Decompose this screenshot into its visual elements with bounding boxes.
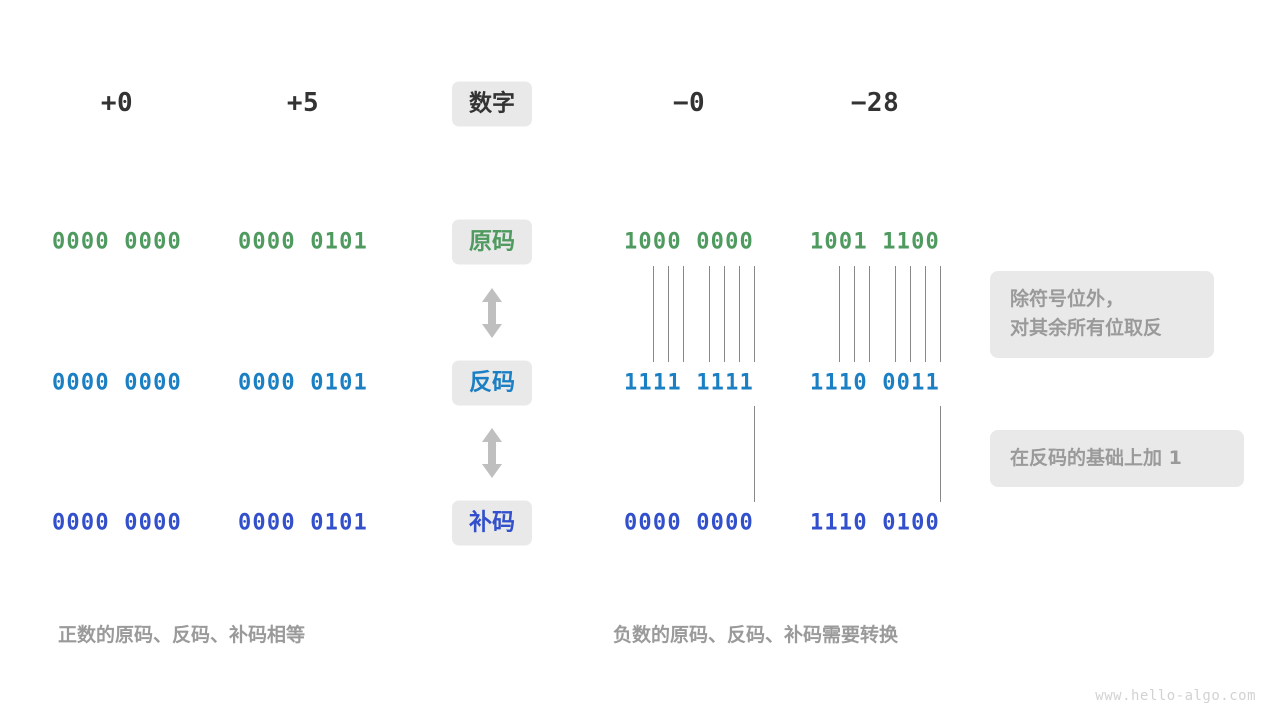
tick-line [869, 266, 870, 362]
watermark: www.hello-algo.com [1095, 688, 1256, 704]
twos-complement-pos-five: 0000 0101 [237, 510, 369, 536]
ones-complement-neg-twentyeight: 1110 0011 [809, 370, 941, 396]
header-value-pos-five: +5 [286, 88, 320, 118]
ones-complement-neg-zero: 1111 1111 [623, 370, 755, 396]
tick-line [854, 266, 855, 362]
sign-magnitude-neg-zero: 1000 0000 [623, 229, 755, 255]
note-invert-bits: 除符号位外， 对其余所有位取反 [990, 271, 1214, 358]
tick-line [940, 266, 941, 362]
note-add-one: 在反码的基础上加 1 [990, 430, 1244, 488]
tick-line [653, 266, 654, 362]
twos-complement-neg-twentyeight: 1110 0100 [809, 510, 941, 536]
row-label-sign-magnitude: 原码 [452, 219, 532, 265]
up-down-arrow-icon-2 [479, 427, 505, 479]
tick-line [910, 266, 911, 362]
header-value-neg-zero: −0 [672, 88, 706, 118]
tick-line [709, 266, 710, 362]
twos-complement-neg-zero: 0000 0000 [623, 510, 755, 536]
caption-negative: 负数的原码、反码、补码需要转换 [613, 624, 899, 646]
row-label-ones-complement: 反码 [452, 360, 532, 406]
tick-line [925, 266, 926, 362]
sign-magnitude-neg-twentyeight: 1001 1100 [809, 229, 941, 255]
tick-line [668, 266, 669, 362]
tick-line [895, 266, 896, 362]
tick-line [683, 266, 684, 362]
tick-line [724, 266, 725, 362]
header-value-neg-twentyeight: −28 [850, 88, 900, 118]
caption-positive: 正数的原码、反码、补码相等 [58, 624, 306, 646]
header-value-pos-zero: +0 [100, 88, 134, 118]
tick-line [754, 406, 755, 502]
ones-complement-pos-five: 0000 0101 [237, 370, 369, 396]
twos-complement-pos-zero: 0000 0000 [51, 510, 183, 536]
tick-line [754, 266, 755, 362]
tick-line [739, 266, 740, 362]
up-down-arrow-icon-1 [479, 287, 505, 339]
sign-magnitude-pos-five: 0000 0101 [237, 229, 369, 255]
ones-complement-pos-zero: 0000 0000 [51, 370, 183, 396]
sign-magnitude-pos-zero: 0000 0000 [51, 229, 183, 255]
row-label-twos-complement: 补码 [452, 500, 532, 546]
tick-line [839, 266, 840, 362]
tick-line [940, 406, 941, 502]
header-label-badge: 数字 [452, 81, 532, 127]
